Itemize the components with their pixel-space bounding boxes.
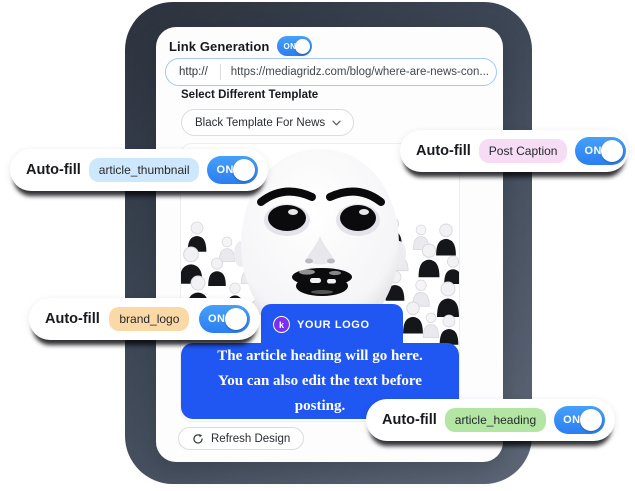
- toggle-on-label: ON: [283, 41, 297, 51]
- autofill-pill-article-heading: Auto-fill article_heading ON: [366, 399, 615, 441]
- head-figure: [234, 149, 406, 342]
- autofill-pill-article-thumbnail: Auto-fill article_thumbnail ON: [10, 149, 268, 191]
- template-preview-image: k YOUR LOGO The article heading will go …: [180, 143, 460, 422]
- url-scheme-label: http://: [179, 66, 208, 78]
- toggle-knob: [294, 38, 310, 54]
- chevron-down-icon: [332, 120, 341, 125]
- url-divider: [219, 64, 221, 80]
- autofill-label: Auto-fill: [26, 162, 81, 178]
- field-badge-article-thumbnail: article_thumbnail: [88, 158, 200, 182]
- toggle-knob: [601, 140, 624, 162]
- refresh-design-button[interactable]: Refresh Design: [178, 427, 305, 450]
- link-generation-toggle[interactable]: ON: [277, 36, 313, 56]
- article-heading-text: The article heading will go here. You ca…: [217, 347, 423, 414]
- toggle-on-label: ON: [563, 414, 581, 426]
- toggle-knob: [233, 159, 256, 181]
- field-badge-article-heading: article_heading: [444, 408, 547, 432]
- autofill-pill-brand-logo: Auto-fill brand_logo ON: [29, 298, 260, 340]
- template-section-label: Select Different Template: [181, 89, 319, 101]
- brand-logo-icon: k: [273, 316, 290, 333]
- toggle-knob: [580, 409, 603, 431]
- toggle-on-label: ON: [216, 164, 234, 176]
- panel-header: Link Generation ON: [169, 36, 313, 56]
- template-dropdown[interactable]: Black Template For News: [181, 109, 355, 136]
- toggle-knob: [224, 308, 247, 330]
- brand-logo-text: YOUR LOGO: [297, 318, 370, 331]
- autofill-label: Auto-fill: [382, 412, 437, 428]
- autofill-toggle-article-thumbnail[interactable]: ON: [207, 156, 259, 184]
- brand-logo-bar: k YOUR LOGO: [261, 304, 403, 345]
- refresh-label: Refresh Design: [211, 432, 291, 445]
- autofill-label: Auto-fill: [416, 143, 471, 159]
- template-dropdown-value: Black Template For News: [195, 116, 326, 129]
- autofill-toggle-post-caption[interactable]: ON: [575, 137, 627, 165]
- autofill-pill-post-caption: Auto-fill Post Caption ON: [400, 130, 628, 172]
- thumbnail-artwork: [181, 149, 459, 346]
- field-badge-post-caption: Post Caption: [478, 139, 568, 163]
- field-badge-brand-logo: brand_logo: [109, 307, 190, 331]
- refresh-icon: [193, 433, 203, 444]
- url-value: https://mediagridz.com/blog/where-are-ne…: [230, 66, 490, 78]
- url-input[interactable]: http:// https://mediagridz.com/blog/wher…: [165, 58, 497, 86]
- link-generation-panel: Link Generation ON http:// https://media…: [156, 27, 503, 462]
- toggle-on-label: ON: [584, 145, 602, 157]
- autofill-label: Auto-fill: [45, 311, 100, 327]
- autofill-toggle-article-heading[interactable]: ON: [554, 406, 606, 434]
- toggle-on-label: ON: [207, 313, 226, 325]
- autofill-toggle-brand-logo[interactable]: ON: [198, 305, 250, 333]
- panel-title: Link Generation: [169, 38, 270, 54]
